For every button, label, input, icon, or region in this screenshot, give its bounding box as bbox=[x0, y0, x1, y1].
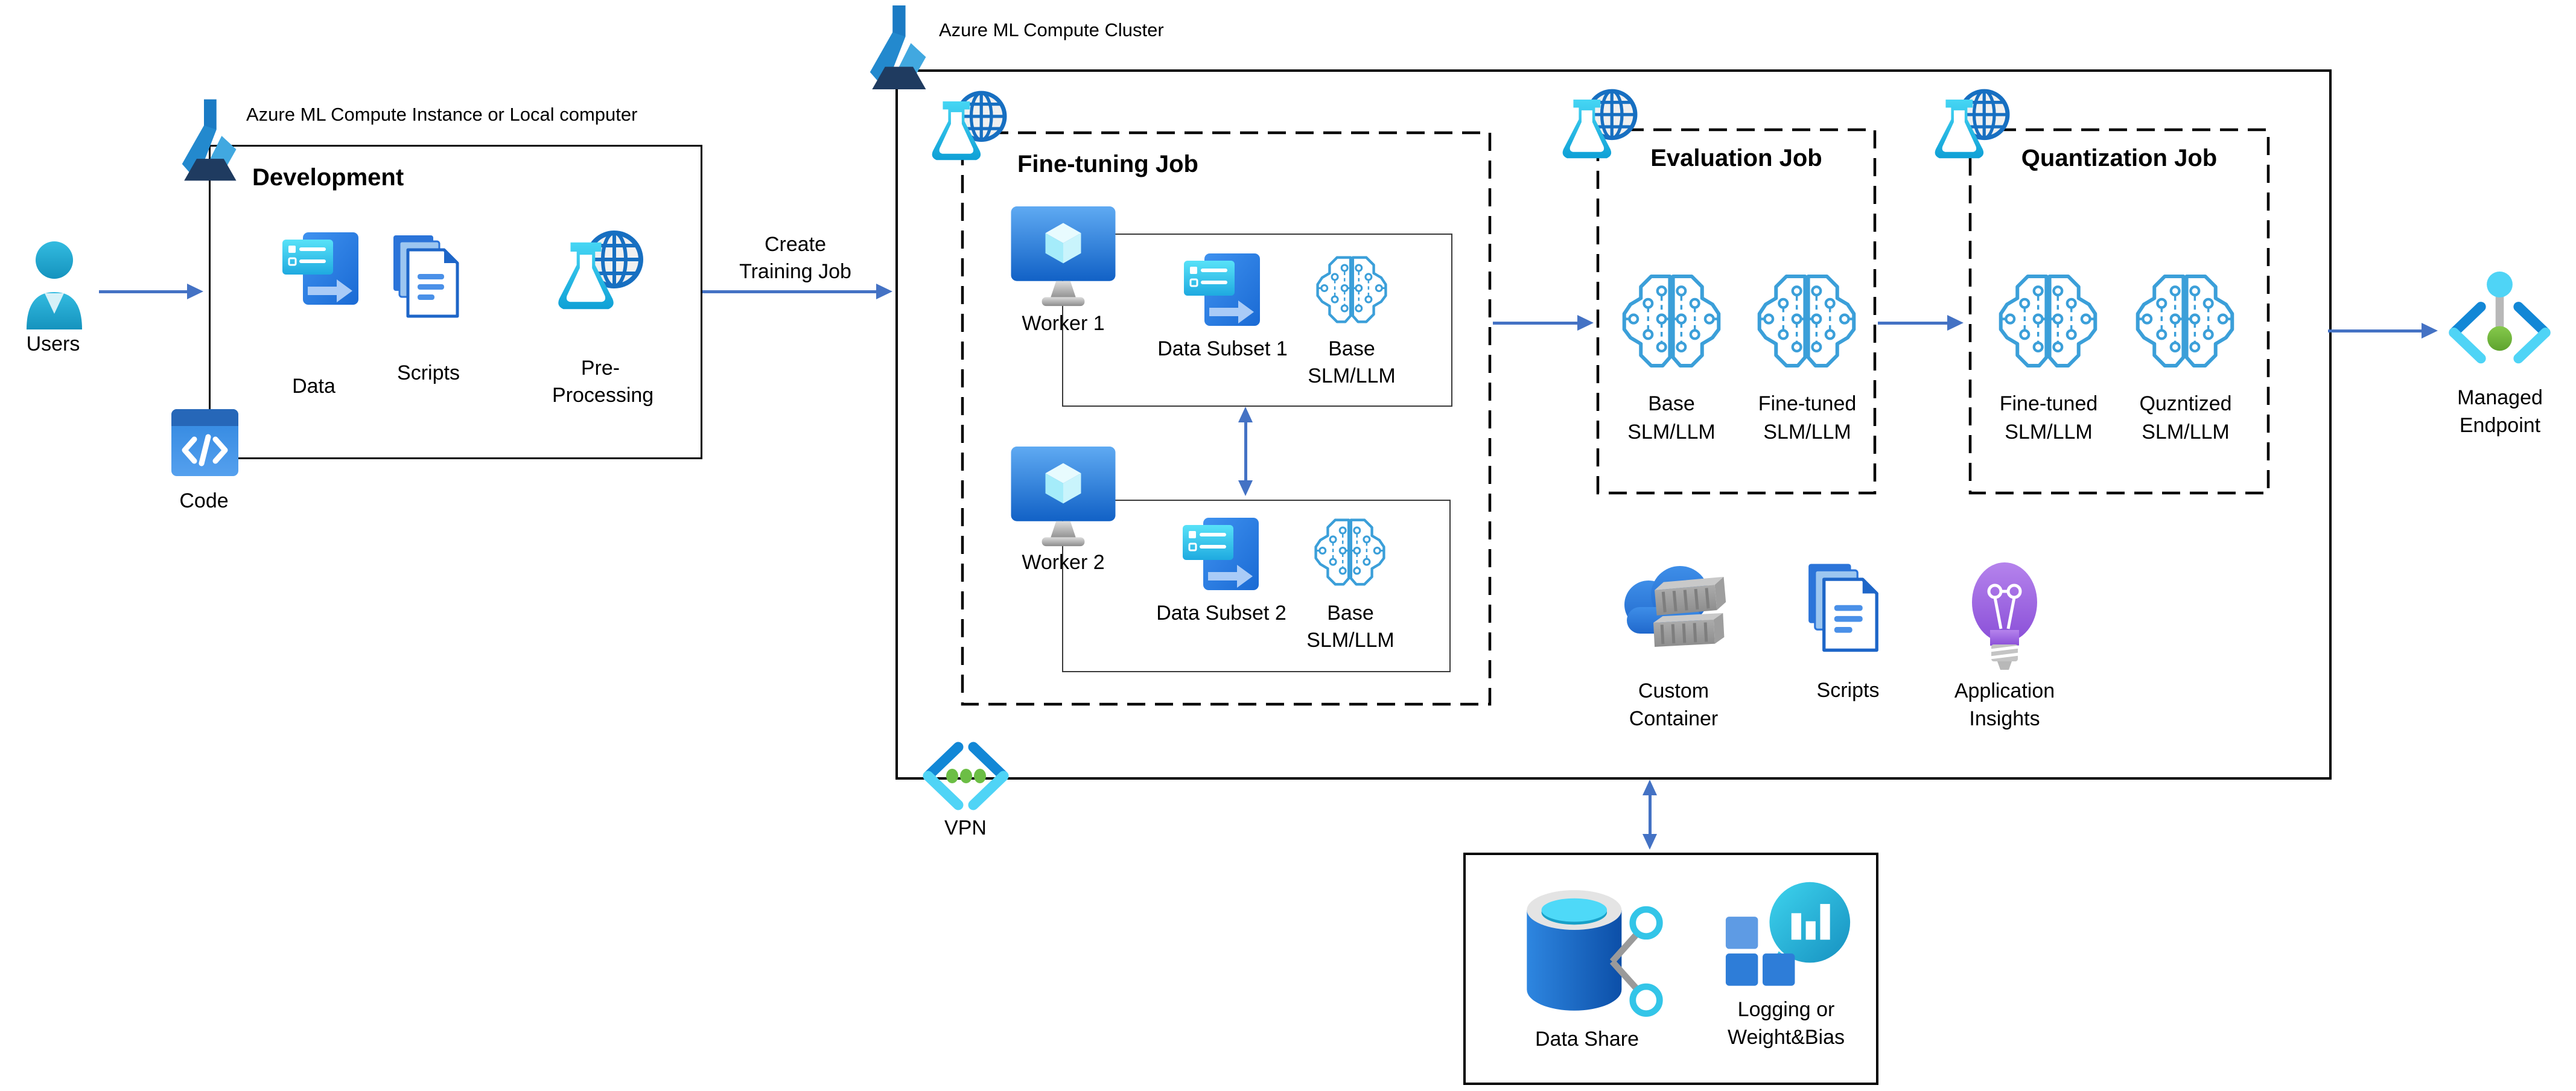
vpn-icon bbox=[923, 742, 1009, 810]
evaluation-model1-line2: SLM/LLM bbox=[1627, 421, 1716, 444]
quantization-model2-label: Quzntized SLM/LLM bbox=[2131, 390, 2240, 447]
quantization-model2-line2: SLM/LLM bbox=[2142, 421, 2230, 444]
preprocessing-label-line1: Pre- bbox=[580, 357, 620, 380]
azure-ml-icon bbox=[870, 5, 926, 89]
managed-endpoint-label: Managed Endpoint bbox=[2443, 384, 2557, 439]
application-insights-line2: Insights bbox=[1969, 707, 2040, 730]
create-training-job-line1: Create bbox=[764, 233, 827, 256]
development-title: Development bbox=[252, 164, 404, 191]
base-slm-label-2-line1: Base bbox=[1327, 602, 1374, 625]
custom-container-label: Custom Container bbox=[1615, 677, 1732, 733]
cluster-badge-label: Azure ML Compute Cluster bbox=[939, 19, 1164, 40]
data-label: Data bbox=[292, 375, 336, 398]
finetuned-model-icon bbox=[1996, 264, 2100, 378]
arrow-users-to-development bbox=[99, 284, 203, 299]
arrow-worker1-worker2 bbox=[1238, 407, 1253, 496]
data-subset2-icon bbox=[1181, 517, 1260, 591]
logging-line1: Logging or bbox=[1737, 998, 1835, 1021]
code-label: Code bbox=[179, 489, 229, 512]
quantization-model1-label: Fine-tuned SLM/LLM bbox=[1994, 390, 2103, 447]
base-slm-label-2-line2: SLM/LLM bbox=[1306, 629, 1395, 652]
evaluation-model2-label: Fine-tuned SLM/LLM bbox=[1753, 390, 1862, 447]
compute-cluster-box bbox=[895, 69, 2332, 780]
base-slm-label-1-line2: SLM/LLM bbox=[1308, 364, 1396, 387]
preprocessing-label: Pre- Processing bbox=[552, 355, 654, 409]
evaluation-model1-line1: Base bbox=[1648, 392, 1695, 415]
worker1-label: Worker 1 bbox=[1022, 312, 1105, 335]
data-subset2-label: Data Subset 2 bbox=[1156, 602, 1286, 625]
vpn-label: VPN bbox=[944, 816, 987, 839]
create-training-job-label: Create Training Job bbox=[717, 231, 874, 285]
base-model-icon bbox=[1314, 252, 1389, 327]
logging-icon bbox=[1725, 882, 1851, 986]
base-slm-label-2: Base SLM/LLM bbox=[1296, 600, 1405, 654]
custom-container-line1: Custom bbox=[1638, 679, 1709, 702]
logging-label: Logging or Weight&Bias bbox=[1720, 996, 1852, 1051]
create-training-job-line2: Training Job bbox=[739, 260, 851, 283]
base-model-icon bbox=[1312, 515, 1387, 590]
arrow-finetuning-to-evaluation bbox=[1493, 315, 1594, 331]
experiment-icon bbox=[929, 87, 1009, 175]
arrow-cluster-datashare bbox=[1643, 780, 1657, 850]
preprocessing-label-line2: Processing bbox=[552, 384, 654, 407]
finetuning-title: Fine-tuning Job bbox=[1017, 151, 1198, 177]
evaluation-box bbox=[1596, 128, 1877, 495]
arrow-cluster-to-endpoint bbox=[2328, 323, 2438, 339]
managed-endpoint-line1: Managed bbox=[2457, 386, 2543, 409]
finetuned-model-icon bbox=[1755, 264, 1859, 378]
worker2-node-box bbox=[1062, 500, 1451, 672]
data-share-label: Data Share bbox=[1535, 1028, 1639, 1051]
base-slm-label-1-line1: Base bbox=[1328, 337, 1375, 360]
custom-container-line2: Container bbox=[1629, 707, 1719, 730]
evaluation-title: Evaluation Job bbox=[1650, 145, 1822, 171]
code-icon bbox=[171, 409, 238, 476]
worker2-label: Worker 2 bbox=[1022, 551, 1105, 574]
quantization-title: Quantization Job bbox=[2021, 145, 2218, 171]
scripts-icon bbox=[392, 234, 465, 319]
quantization-box bbox=[1968, 128, 2270, 495]
users-icon bbox=[27, 241, 82, 329]
logging-line2: Weight&Bias bbox=[1727, 1026, 1845, 1049]
cluster-scripts-label: Scripts bbox=[1816, 679, 1880, 702]
base-model-icon bbox=[1620, 264, 1723, 378]
base-slm-label-1: Base SLM/LLM bbox=[1297, 336, 1406, 390]
arrow-development-to-cluster bbox=[702, 284, 892, 299]
data-subset1-icon bbox=[1183, 252, 1261, 327]
application-insights-line1: Application bbox=[1954, 679, 2055, 702]
managed-endpoint-line2: Endpoint bbox=[2459, 414, 2541, 437]
worker2-icon bbox=[1011, 446, 1116, 547]
data-icon bbox=[281, 231, 360, 306]
scripts-icon bbox=[1807, 562, 1884, 653]
evaluation-model2-line2: SLM/LLM bbox=[1763, 421, 1851, 444]
application-insights-icon bbox=[1972, 562, 2037, 670]
arrow-evaluation-to-quantization bbox=[1878, 315, 1964, 331]
data-share-icon bbox=[1527, 890, 1663, 1017]
scripts-label: Scripts bbox=[397, 361, 460, 384]
azure-ml-icon bbox=[182, 99, 237, 181]
evaluation-model1-label: Base SLM/LLM bbox=[1617, 390, 1726, 447]
managed-endpoint-icon bbox=[2449, 272, 2551, 364]
quantization-model1-line1: Fine-tuned bbox=[1999, 392, 2098, 415]
preprocessing-icon bbox=[555, 228, 646, 325]
development-badge-label: Azure ML Compute Instance or Local compu… bbox=[246, 104, 638, 125]
data-subset1-label: Data Subset 1 bbox=[1157, 337, 1288, 360]
quantization-model2-line1: Quzntized bbox=[2139, 392, 2232, 415]
development-box bbox=[209, 145, 702, 459]
finetuning-box bbox=[961, 131, 1492, 706]
quantization-model1-line2: SLM/LLM bbox=[2005, 421, 2093, 444]
users-label: Users bbox=[26, 332, 80, 355]
custom-container-icon bbox=[1624, 566, 1726, 647]
worker1-node-box bbox=[1062, 234, 1452, 407]
application-insights-label: Application Insights bbox=[1950, 677, 2059, 733]
datashare-box bbox=[1463, 853, 1878, 1085]
evaluation-model2-line1: Fine-tuned bbox=[1758, 392, 1857, 415]
worker1-icon bbox=[1011, 206, 1116, 307]
quantized-model-icon bbox=[2133, 264, 2237, 378]
